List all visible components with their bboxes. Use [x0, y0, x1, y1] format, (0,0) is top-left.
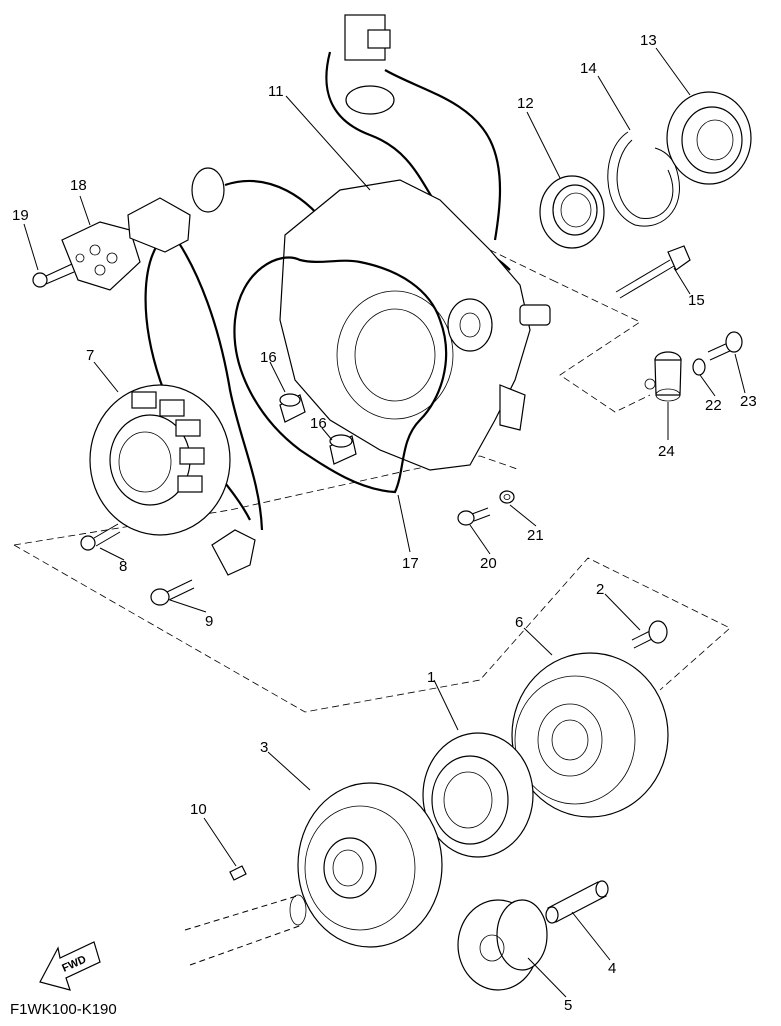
- callout-2: 2: [596, 581, 604, 598]
- bolt-9: [150, 579, 195, 606]
- diagram-reference-code: F1WK100-K190: [10, 1001, 117, 1018]
- callout-7: 7: [86, 347, 94, 364]
- dowel-pin-16b: [329, 434, 357, 465]
- callout-22: 22: [705, 397, 722, 414]
- key-10: [229, 865, 247, 881]
- circlip-14: [607, 131, 680, 227]
- callout-19: 19: [12, 207, 29, 224]
- washer-21: [499, 490, 515, 504]
- bearing-12: [539, 175, 605, 249]
- shaft-4: [545, 880, 609, 924]
- grommet: [191, 167, 225, 213]
- callout-24: 24: [658, 443, 675, 460]
- callout-11: 11: [268, 83, 284, 100]
- starter-gear-3: [297, 782, 443, 948]
- callout-16a: 16: [260, 349, 277, 366]
- callout-4: 4: [608, 960, 616, 977]
- stator-7: [89, 384, 231, 536]
- callout-18: 18: [70, 177, 87, 194]
- callout-10: 10: [190, 801, 207, 818]
- sensor-plug: [345, 85, 395, 115]
- sensor-24: [644, 351, 682, 402]
- callout-1: 1: [427, 669, 435, 686]
- clamp-18: [61, 221, 141, 291]
- callout-5: 5: [564, 997, 572, 1014]
- callout-3: 3: [260, 739, 268, 756]
- crankshaft: [184, 894, 307, 966]
- oil-seal-13: [666, 91, 752, 185]
- callout-15: 15: [688, 292, 705, 309]
- callout-6: 6: [515, 614, 523, 631]
- bracket: [127, 197, 191, 253]
- callout-9: 9: [205, 613, 213, 630]
- fwd-direction-arrow: FWD: [39, 941, 101, 991]
- washer-22: [692, 358, 706, 376]
- callout-13: 13: [640, 32, 657, 49]
- gasket-17: [233, 256, 448, 494]
- bolt-23: [707, 331, 743, 361]
- bolt-8: [80, 523, 121, 551]
- callout-16b: 16: [310, 415, 327, 432]
- bolt-15: [615, 245, 691, 299]
- bolt-2: [631, 620, 668, 649]
- rotor-6: [511, 652, 669, 818]
- callout-21: 21: [527, 527, 544, 544]
- bolt-20: [457, 507, 491, 526]
- callout-17: 17: [402, 555, 419, 572]
- callout-23: 23: [740, 393, 757, 410]
- callout-14: 14: [580, 60, 597, 77]
- callout-labels: 1 2 3 4 5 6 7 8 9 10 11 12 13 14 15 16 1…: [12, 32, 757, 1014]
- dowel-pin-16a: [279, 393, 306, 423]
- callout-8: 8: [119, 558, 127, 575]
- connector-plug: [367, 29, 391, 49]
- leader-lines: [23, 47, 746, 998]
- pickup-coil: [211, 529, 256, 576]
- callout-20: 20: [480, 555, 497, 572]
- starter-clutch-1: [422, 732, 534, 858]
- crankcase-cover: [279, 179, 551, 471]
- callout-12: 12: [517, 95, 534, 112]
- idler-gear-5: [457, 899, 548, 991]
- bolt-19: [32, 263, 75, 288]
